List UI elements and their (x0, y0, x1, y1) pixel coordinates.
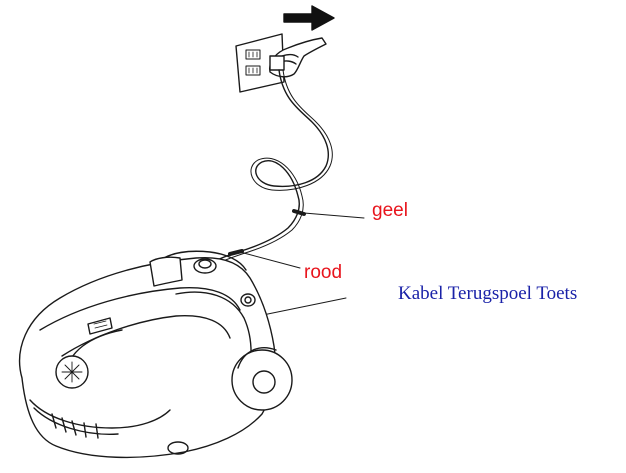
label-geel: geel (372, 200, 408, 221)
vacuum-cleaner-icon (18, 250, 293, 459)
hand-icon (269, 37, 327, 78)
arrow-right-icon (283, 5, 335, 31)
rood-leader (239, 251, 301, 269)
wall-socket-icon (235, 33, 285, 93)
label-rood: rood (304, 262, 343, 283)
geel-leader (303, 212, 365, 219)
power-cable (209, 69, 330, 265)
label-cable-rewind-button: Kabel Terugspoel Toets (398, 283, 578, 304)
button-leader (257, 297, 347, 317)
red-mark (228, 249, 244, 256)
yellow-mark (292, 209, 306, 216)
